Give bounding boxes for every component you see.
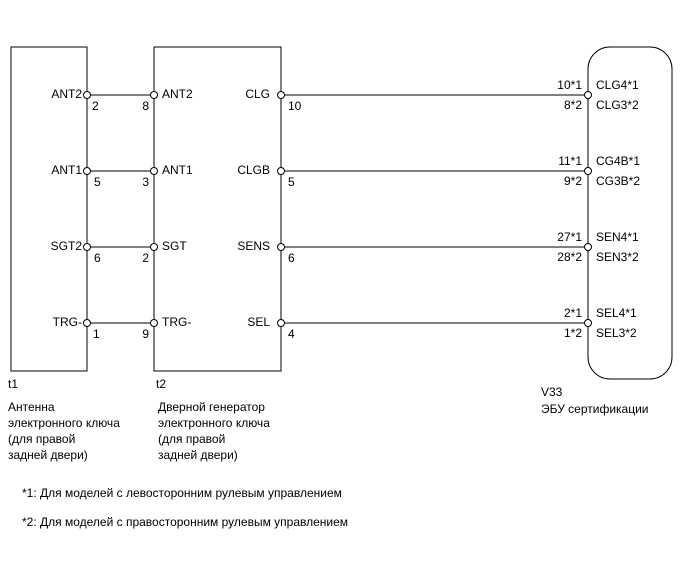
v33-box: [587, 46, 673, 380]
t1-pin-number: 1: [93, 327, 100, 341]
v33-terminal-sel: [584, 319, 592, 327]
t2-pin-label: TRG-: [162, 315, 192, 329]
t2-pin-label: CLG: [245, 87, 270, 101]
t1-terminal-ant1: [83, 167, 91, 175]
t2-pin-number: 6: [288, 251, 295, 265]
t1-pin-label: SGT2: [50, 239, 82, 253]
t2-pin-label: ANT1: [162, 163, 193, 177]
v33-caption: ЭБУ сертификации: [541, 402, 649, 416]
t2-terminal-clgb: [277, 167, 285, 175]
v33-pin-label: SEL4*1: [596, 306, 637, 320]
t1-box: [10, 46, 88, 372]
t2-terminal-clg: [277, 91, 285, 99]
t2-pin-number: 8: [142, 99, 149, 113]
t1-connector-id: t1: [8, 377, 19, 391]
v33-pin-number: 1*2: [563, 326, 582, 340]
t1-pin-number: 6: [94, 251, 101, 265]
t2-terminal-trg: [150, 319, 158, 327]
t2-terminal-sgt: [150, 243, 158, 251]
t2-pin-number: 2: [142, 251, 149, 265]
t1-pin-label: TRG-: [52, 315, 82, 329]
t1-terminal-ant2: [83, 91, 91, 99]
t2-pin-number: 4: [288, 327, 295, 341]
t1-pin-number: 5: [94, 175, 101, 189]
v33-pin-label: SEN3*2: [596, 250, 639, 264]
v33-pin-label: CLG3*2: [596, 98, 639, 112]
v33-pin-number: 10*1: [557, 78, 582, 92]
v33-pin-label: CLG4*1: [596, 78, 639, 92]
t2-pin-number: 3: [142, 175, 149, 189]
t1-caption: Антенна электронного ключа (для правой з…: [8, 400, 120, 462]
t2-terminal-sel: [277, 319, 285, 327]
v33-pin-number: 27*1: [557, 230, 582, 244]
v33-pin-number: 9*2: [563, 174, 582, 188]
v33-pin-label: SEL3*2: [596, 326, 637, 340]
v33-terminal-clg: [584, 91, 592, 99]
v33-pin-number: 28*2: [557, 250, 582, 264]
v33-terminal-sen: [584, 243, 592, 251]
t2-box: [153, 46, 282, 372]
footnote: *1: Для моделей с левосторонним рулевым …: [22, 486, 342, 500]
t2-caption: Дверной генератор электронного ключа (дл…: [158, 400, 270, 462]
t2-terminal-sens: [277, 243, 285, 251]
t1-pin-label: ANT2: [51, 87, 82, 101]
t2-pin-label: SGT: [162, 239, 187, 253]
t2-pin-label: SEL: [247, 315, 270, 329]
t2-pin-number: 5: [288, 175, 295, 189]
t2-pin-label: SENS: [237, 239, 270, 253]
t1-pin-number: 2: [92, 99, 99, 113]
t2-pin-number: 10: [288, 99, 302, 113]
v33-pin-label: CG3B*2: [596, 174, 641, 188]
t2-connector-id: t2: [156, 377, 167, 391]
v33-pin-label: CG4B*1: [596, 154, 641, 168]
v33-connector-id: V33: [541, 385, 563, 399]
t2-pin-label: CLGB: [237, 163, 270, 177]
t1-terminal-sgt2: [83, 243, 91, 251]
v33-terminal-cg-b: [584, 167, 592, 175]
footnote: *2: Для моделей с правосторонним рулевым…: [22, 515, 349, 529]
v33-pin-number: 8*2: [563, 98, 582, 112]
t2-terminal-ant1: [150, 167, 158, 175]
v33-pin-label: SEN4*1: [596, 230, 639, 244]
t1-terminal-trg: [83, 319, 91, 327]
t2-pin-number: 9: [142, 327, 149, 341]
t2-terminal-ant2: [150, 91, 158, 99]
t2-pin-label: ANT2: [162, 87, 193, 101]
t1-pin-label: ANT1: [51, 163, 82, 177]
v33-pin-number: 2*1: [563, 306, 582, 320]
v33-pin-number: 11*1: [558, 154, 582, 168]
